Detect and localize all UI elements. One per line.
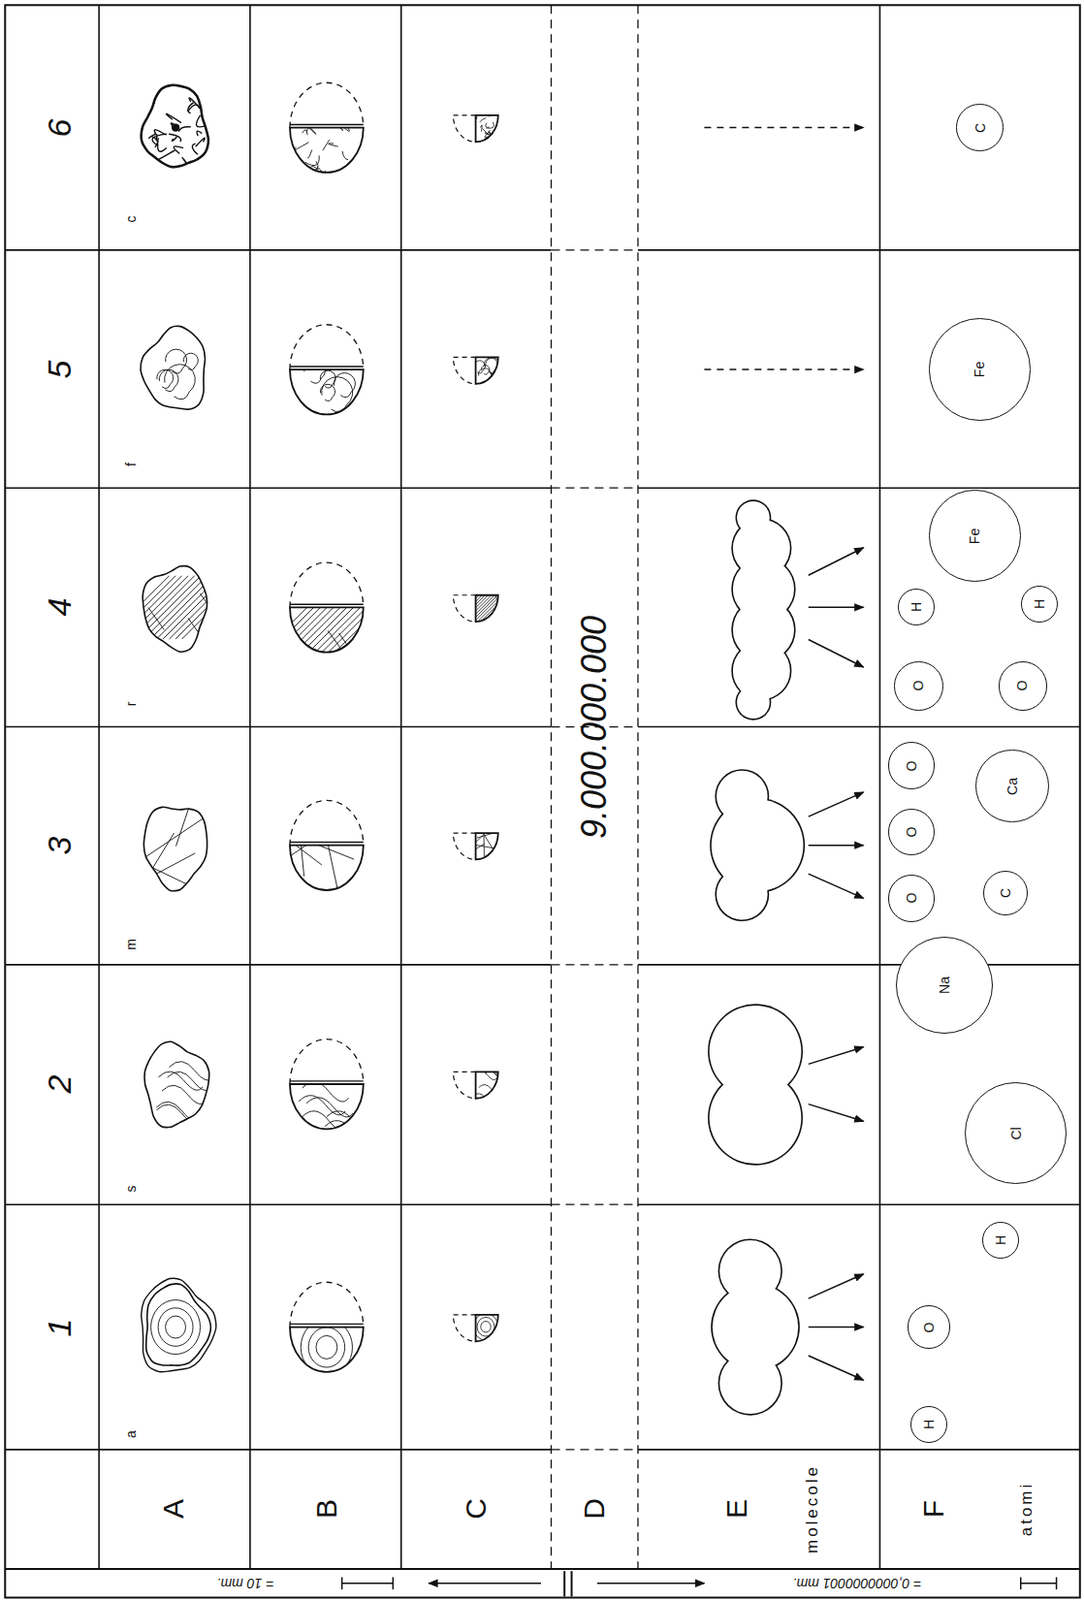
- row-number: 6: [42, 118, 76, 137]
- atom-symbol: O: [911, 680, 925, 692]
- atom-circle: H: [897, 588, 935, 626]
- atom-circle: O: [998, 661, 1049, 711]
- atom-symbol: Ca: [1005, 777, 1020, 796]
- half-specimen: [283, 82, 364, 188]
- quarter-specimen: [452, 356, 500, 383]
- row-number: 5: [42, 360, 76, 380]
- quarter-specimen: [452, 819, 513, 872]
- magnification-number: 9.000.000.000: [576, 614, 612, 838]
- column-caption: atomi: [1017, 1481, 1034, 1537]
- whole-specimen: [130, 797, 224, 895]
- atom-circle: Cl: [964, 1082, 1067, 1184]
- half-specimen: [289, 324, 364, 415]
- whole-specimen: [141, 1277, 217, 1371]
- column-letter: F: [919, 1499, 949, 1518]
- row-number: 2: [42, 1075, 76, 1094]
- atom-circle: O: [888, 808, 935, 856]
- atom-circle: Fe: [928, 318, 1031, 420]
- table-grid: [4, 4, 1081, 1597]
- atom-symbol: O: [922, 1321, 936, 1333]
- atom-circle: H: [910, 1405, 948, 1443]
- atom-circle: C: [956, 103, 1003, 151]
- scale-bar: [342, 1570, 1057, 1596]
- atom-symbol: O: [904, 892, 919, 904]
- column-letter: E: [722, 1498, 752, 1519]
- atom-symbol: H: [922, 1418, 936, 1429]
- column-letter: D: [579, 1498, 609, 1520]
- row-number: 3: [42, 835, 76, 855]
- atom-circle: O: [888, 874, 935, 922]
- specimens: [105, 82, 520, 1375]
- row-number: 4: [42, 598, 76, 617]
- atom-circle: Ca: [975, 749, 1050, 824]
- half-specimen: [254, 562, 400, 674]
- atom-symbol: O: [1016, 680, 1030, 692]
- atom-circle: Na: [895, 936, 993, 1034]
- specimen-letter: s: [124, 1185, 138, 1193]
- atom-symbol: O: [904, 827, 919, 838]
- specimen-letter: c: [124, 216, 138, 224]
- specimen-letter: r: [124, 701, 138, 707]
- atom-circle: O: [888, 741, 935, 789]
- quarter-specimen: [452, 1312, 498, 1341]
- whole-specimen: [141, 85, 217, 167]
- atom-symbol: H: [1032, 599, 1047, 609]
- scale-label: = 0,0000000001 mm.: [793, 1576, 923, 1591]
- atom-circle: O: [893, 661, 944, 711]
- atom-circle: Fe: [928, 489, 1021, 582]
- column-letter: C: [461, 1498, 491, 1520]
- whole-specimen: [105, 566, 246, 652]
- atom-symbol: H: [909, 602, 924, 612]
- atom-symbol: C: [998, 888, 1013, 898]
- quarter-specimen: [450, 591, 520, 627]
- half-specimen: [289, 1281, 364, 1375]
- molecule-outlines: [703, 127, 863, 1416]
- quarter-specimen: [452, 1067, 508, 1104]
- atom-symbol: O: [904, 760, 919, 771]
- atom-symbol: Cl: [1008, 1126, 1022, 1140]
- whole-specimen: [140, 325, 205, 410]
- atom-symbol: Fe: [967, 527, 982, 543]
- atom-circle: O: [907, 1305, 951, 1348]
- quarter-specimen: [452, 108, 500, 145]
- atom-circle: H: [982, 1221, 1020, 1259]
- specimen-letter: a: [124, 1430, 138, 1438]
- atom-circle: C: [983, 870, 1028, 916]
- column-letter: A: [159, 1498, 189, 1519]
- scale-label: = 10 mm.: [216, 1576, 274, 1591]
- atom-symbol: Fe: [973, 361, 988, 378]
- atom-symbol: Na: [937, 976, 952, 994]
- specimen-letter: f: [124, 462, 138, 467]
- column-caption: molecole: [802, 1464, 820, 1554]
- atom-symbol: C: [973, 123, 988, 133]
- atom-circle: H: [1020, 585, 1058, 623]
- column-letter: B: [312, 1498, 342, 1519]
- specimen-letter: m: [124, 938, 138, 951]
- atom-symbol: H: [993, 1235, 1008, 1245]
- half-specimen: [289, 1039, 374, 1141]
- whole-specimen: [144, 1041, 214, 1127]
- row-number: 1: [42, 1317, 76, 1337]
- half-specimen: [265, 795, 367, 917]
